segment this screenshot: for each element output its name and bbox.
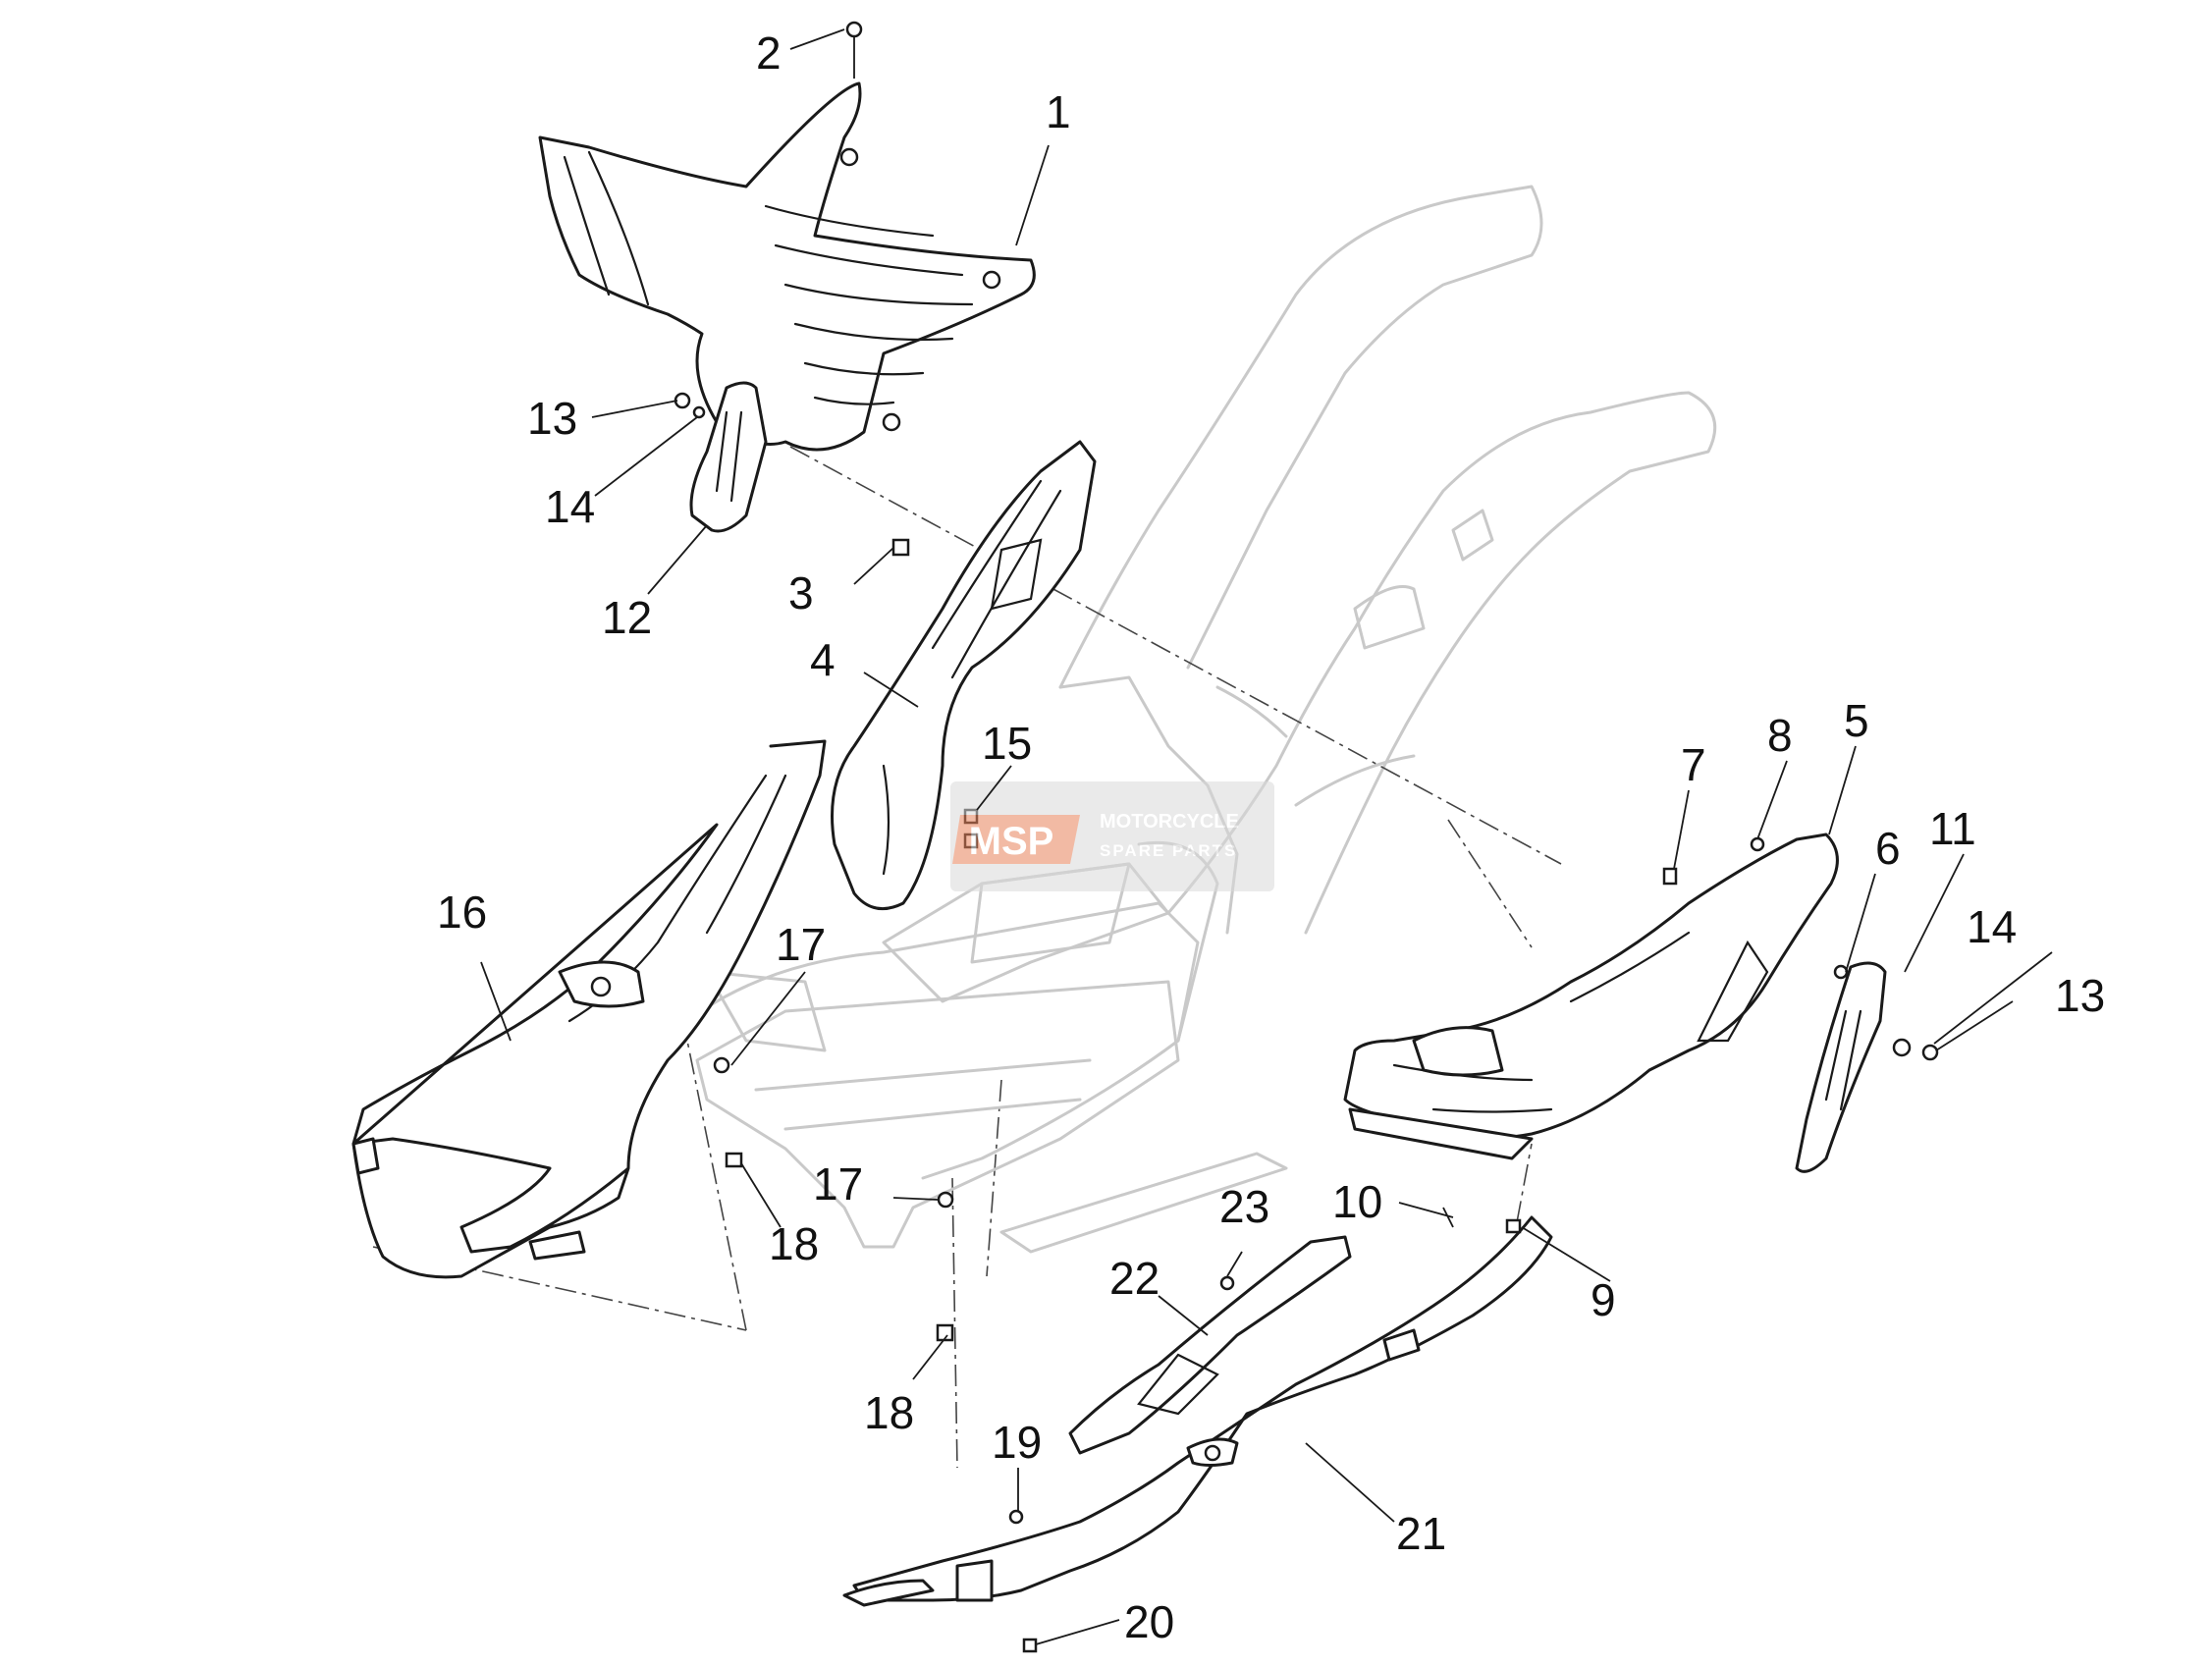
part-22-lower-panel xyxy=(1068,1235,1352,1455)
callout-14a: 14 xyxy=(545,481,595,532)
part-4-legshield-panel xyxy=(831,440,1097,911)
callout-8: 8 xyxy=(1767,710,1793,761)
callout-5: 5 xyxy=(1844,695,1869,746)
callout-17a: 17 xyxy=(776,919,826,970)
callout-20: 20 xyxy=(1124,1596,1174,1647)
callout-18b: 18 xyxy=(864,1387,914,1438)
assembly-lines xyxy=(372,446,1562,1469)
callout-22: 22 xyxy=(1109,1253,1160,1304)
watermark-line2: SPARE PARTS xyxy=(1100,841,1237,860)
callout-1: 1 xyxy=(1046,86,1071,137)
callout-9: 9 xyxy=(1591,1274,1616,1325)
callout-11: 11 xyxy=(1929,803,1976,854)
callout-16: 16 xyxy=(437,887,487,938)
part-16-left-side-panel xyxy=(351,739,827,1279)
callout-13a: 13 xyxy=(527,393,577,444)
callout-15: 15 xyxy=(982,718,1032,769)
callout-10: 10 xyxy=(1332,1176,1382,1227)
callout-13b: 13 xyxy=(2055,970,2105,1021)
callout-2: 2 xyxy=(756,27,782,79)
floor-tray xyxy=(695,862,1180,1249)
callout-7: 7 xyxy=(1681,739,1706,790)
callout-17b: 17 xyxy=(813,1158,863,1210)
callout-18a: 18 xyxy=(769,1218,819,1269)
watermark-line1: MOTORCYCLE xyxy=(1100,811,1239,833)
part-1-footboard xyxy=(538,81,1036,452)
callout-6: 6 xyxy=(1875,823,1901,874)
callout-14b: 14 xyxy=(1967,901,2017,952)
hardware xyxy=(674,21,1939,1653)
part-11-trim xyxy=(1795,961,1887,1173)
callout-labels: 1 2 3 4 5 6 7 8 9 10 11 12 13 13 14 14 1… xyxy=(437,27,2105,1647)
part-12-trim xyxy=(689,381,768,533)
callout-23: 23 xyxy=(1219,1181,1269,1232)
part-21-lower-long-panel xyxy=(842,1215,1553,1607)
callout-3: 3 xyxy=(788,567,814,618)
watermark-logo: MSP xyxy=(969,820,1054,863)
leader-lines xyxy=(480,28,2053,1645)
callout-12: 12 xyxy=(602,592,652,643)
callout-21: 21 xyxy=(1396,1508,1446,1559)
callout-19: 19 xyxy=(992,1417,1042,1468)
callout-4: 4 xyxy=(810,634,836,685)
msp-watermark: MSP MOTORCYCLE SPARE PARTS xyxy=(950,781,1274,891)
part-5-right-side-panel xyxy=(1343,833,1839,1160)
